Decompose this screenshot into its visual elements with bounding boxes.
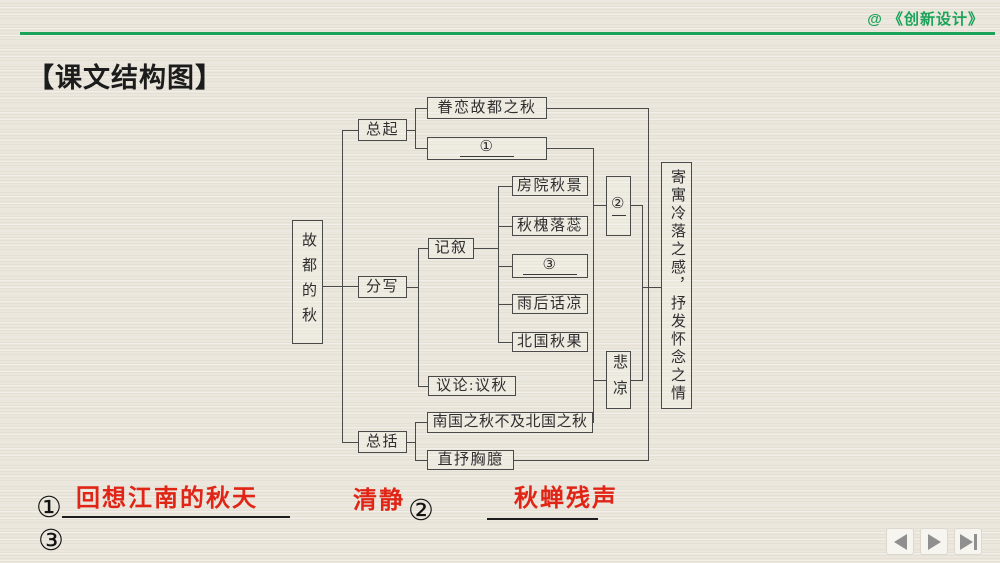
answer-2-blank [487, 518, 598, 520]
node-scene-4: 雨后话凉 [512, 294, 588, 314]
answer-1-blank [62, 516, 290, 518]
connector-line [407, 287, 418, 288]
next-slide-button[interactable] [920, 528, 948, 555]
node-root: 故都的秋 [292, 220, 323, 344]
connector-line [547, 108, 648, 109]
node-nanguo: 南国之秋不及北国之秋 [427, 412, 593, 433]
node-scene-2: 秋槐落蕊 [512, 216, 588, 236]
blank3-underline: ③ [522, 257, 578, 275]
answer-3-number: ③ [38, 525, 64, 557]
node-theme: 寄寓冷落之感，抒发怀念之情 [661, 162, 692, 409]
header-divider [20, 32, 995, 35]
answer-2-number: ② [408, 495, 434, 527]
connector-line [498, 266, 512, 267]
node-yilun: 议论:议秋 [428, 376, 516, 396]
connector-line [498, 186, 499, 342]
connector-line [514, 460, 648, 461]
connector-line [593, 148, 594, 423]
connector-line [642, 205, 643, 381]
connector-line [474, 248, 498, 249]
brand-text: @ 《创新设计》 [867, 11, 984, 28]
connector-line [418, 386, 428, 387]
next-icon [927, 533, 941, 550]
connector-line [418, 248, 428, 249]
prev-slide-button[interactable] [886, 528, 914, 555]
connector-line [631, 380, 642, 381]
connector-line [498, 226, 512, 227]
connector-line [547, 148, 593, 149]
connector-line [415, 108, 416, 149]
prev-icon [893, 533, 907, 550]
node-scene-5: 北国秋果 [512, 332, 588, 352]
node-juanlian: 眷恋故都之秋 [427, 97, 547, 119]
node-beiliang: 悲凉 [606, 351, 631, 409]
node-jixu: 记叙 [428, 238, 474, 259]
last-icon-bar [973, 533, 977, 550]
connector-line [342, 130, 359, 131]
connector-line [498, 304, 512, 305]
connector-line [415, 422, 427, 423]
connector-line [415, 422, 416, 461]
connector-line [322, 286, 359, 287]
connector-line [418, 248, 419, 386]
connector-line [407, 442, 415, 443]
node-blank1: ① [427, 137, 547, 160]
node-fenxie: 分写 [358, 276, 407, 298]
connector-line [648, 108, 649, 461]
connector-line [415, 460, 427, 461]
last-icon [959, 533, 973, 550]
answer-1-number: ① [36, 492, 62, 524]
blank1-underline: ① [459, 140, 515, 157]
node-zongkuo: 总括 [358, 431, 407, 453]
connector-line [415, 148, 427, 149]
node-zhishu: 直抒胸臆 [427, 450, 514, 470]
answer-1-text: 回想江南的秋天 [76, 485, 258, 512]
node-zongqi: 总起 [358, 119, 407, 141]
connector-line [407, 130, 415, 131]
connector-line [593, 205, 606, 206]
answer-2-text: 秋蝉残声 [514, 485, 618, 512]
connector-line [415, 108, 427, 109]
page-title: 【课文结构图】 [27, 63, 223, 93]
node-blank3: ③ [512, 254, 588, 278]
connector-line [342, 130, 343, 442]
connector-line [593, 380, 606, 381]
last-slide-button[interactable] [954, 528, 982, 555]
blank2-label: ② [611, 195, 626, 212]
connector-line [498, 342, 512, 343]
node-scene-1: 房院秋景 [512, 176, 588, 196]
connector-line [342, 442, 359, 443]
node-blank2: ② [606, 176, 631, 236]
slide-nav [886, 528, 982, 555]
connector-line [642, 287, 661, 288]
connector-line [498, 186, 512, 187]
blank2-underline [611, 214, 626, 216]
connector-line [631, 205, 642, 206]
answer-2-label: 清静 [353, 487, 405, 514]
